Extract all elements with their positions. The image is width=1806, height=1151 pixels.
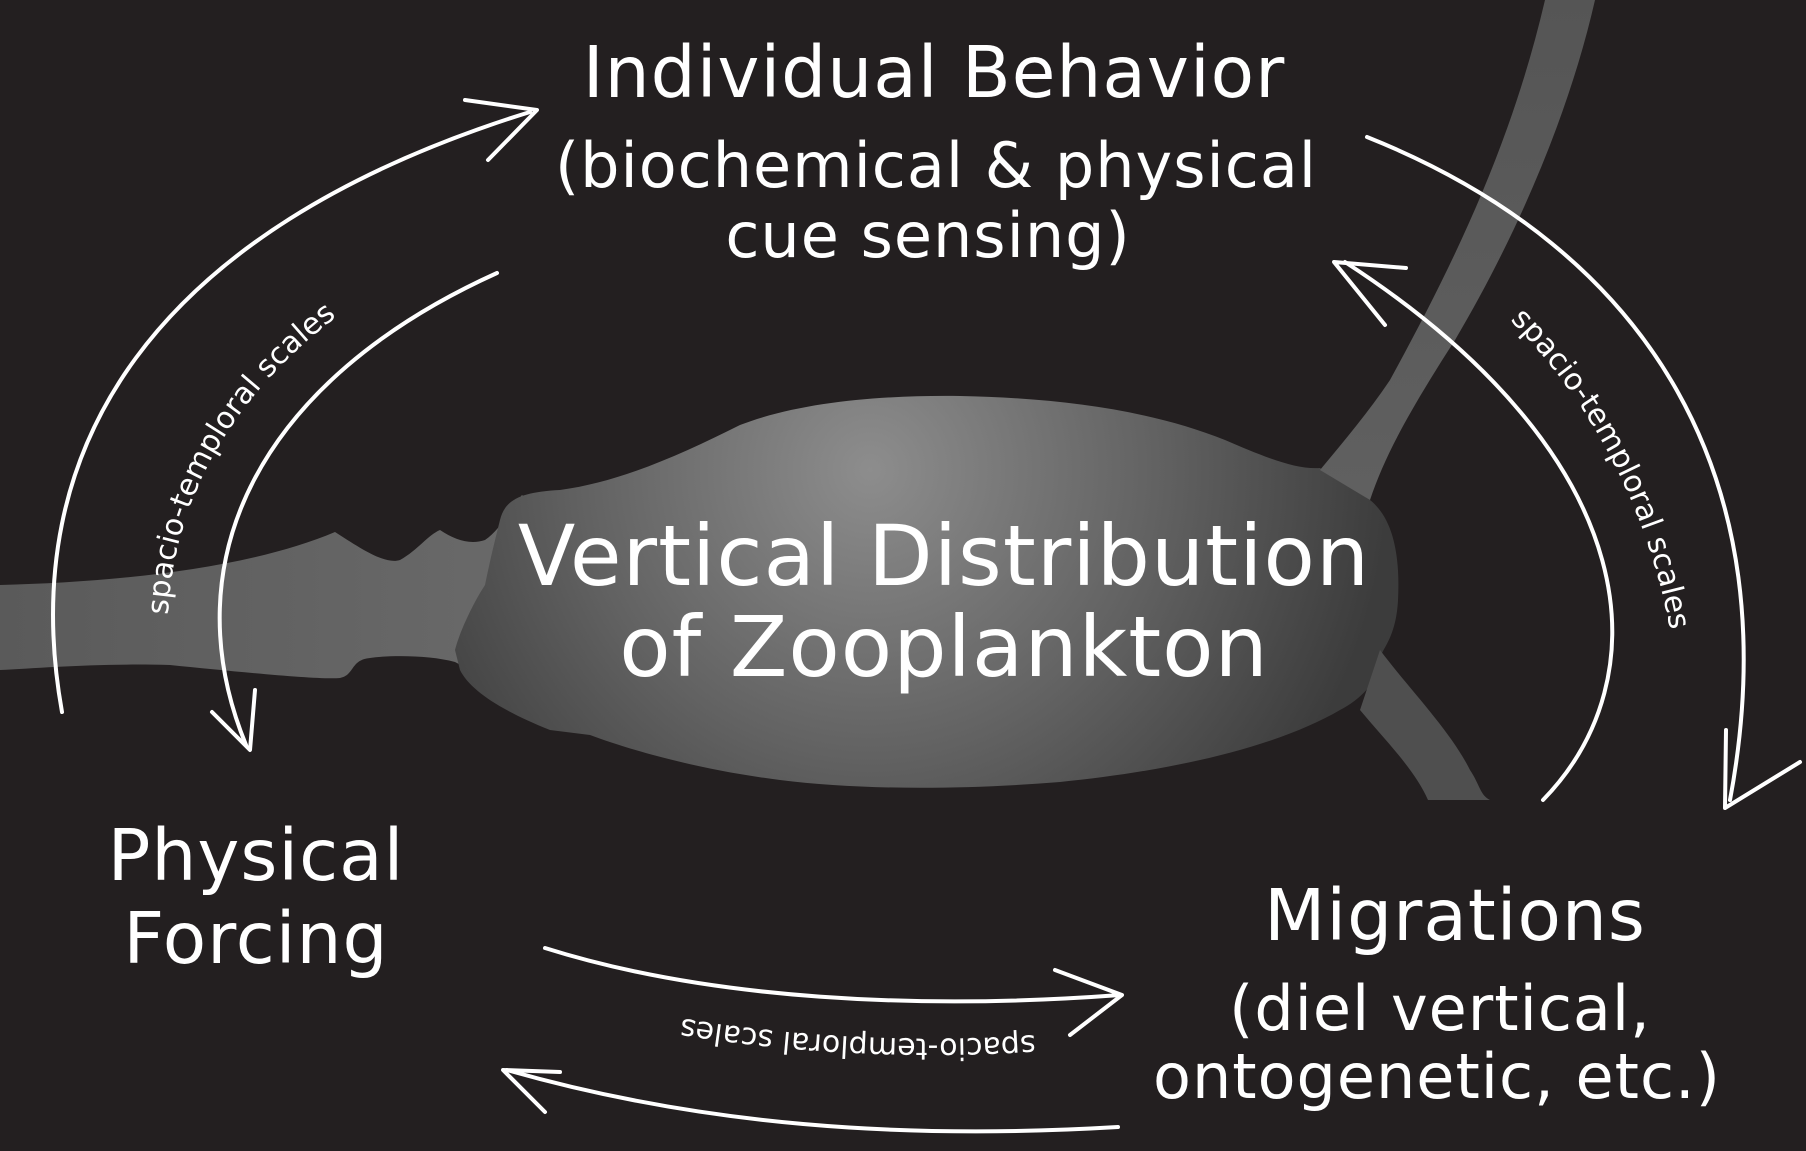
- antenna-shape: [1320, 0, 1595, 500]
- center-label-line1: Vertical Distribution: [518, 507, 1370, 605]
- arrow-right-outer-curve: [1367, 137, 1744, 800]
- node-physical-forcing-line2: Forcing: [123, 897, 388, 980]
- node-individual-behavior-sub2: cue sensing): [725, 199, 1130, 272]
- rear-appendage-shape: [1360, 650, 1490, 800]
- node-individual-behavior-title: Individual Behavior: [583, 31, 1286, 114]
- arrow-right-inner-head: [1334, 262, 1406, 325]
- edge-label-right: spacio-temploral scales: [1504, 301, 1696, 632]
- edge-label-bottom: spacio-temploral scales: [677, 1010, 1037, 1065]
- node-physical-forcing-line1: Physical: [108, 814, 405, 897]
- arrow-bottom-top-curve: [545, 948, 1120, 1001]
- center-label-line2: of Zooplankton: [619, 598, 1269, 696]
- node-migrations-sub1: (diel vertical,: [1229, 972, 1651, 1045]
- arrow-bottom-bottom-curve: [507, 1070, 1118, 1131]
- node-migrations-title: Migrations: [1264, 874, 1646, 957]
- node-migrations-sub2: ontogenetic, etc.): [1153, 1040, 1721, 1113]
- arrow-left-inner-head: [212, 690, 255, 750]
- arrow-left-inner-curve: [220, 273, 497, 745]
- arrow-bottom-top-head: [1055, 970, 1122, 1035]
- node-individual-behavior-sub1: (biochemical & physical: [555, 129, 1317, 202]
